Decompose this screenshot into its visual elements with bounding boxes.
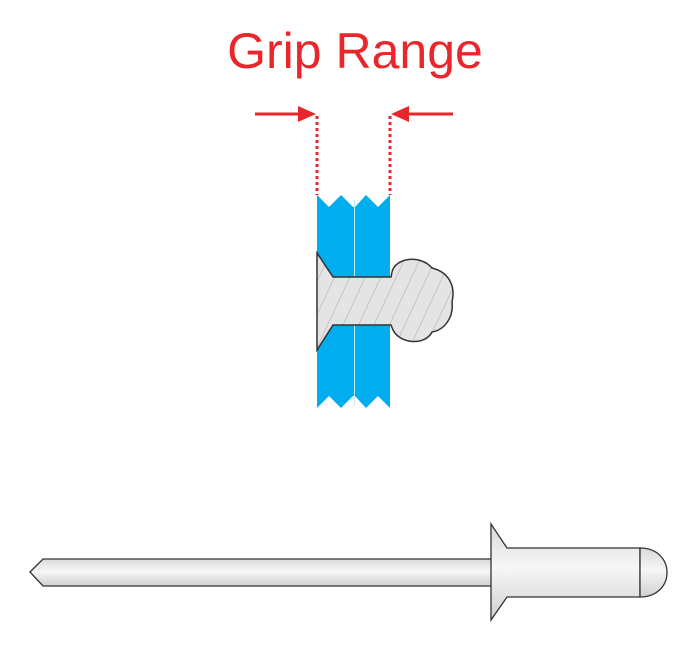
rivet-mandrel bbox=[29, 558, 493, 587]
left-arrow-icon bbox=[255, 106, 316, 122]
grip-range-title: Grip Range bbox=[227, 23, 483, 79]
blind-rivet bbox=[29, 521, 668, 623]
rivet-dome bbox=[639, 547, 668, 598]
right-arrow-icon bbox=[391, 106, 453, 122]
rivet-flange bbox=[490, 521, 641, 623]
installed-rivet bbox=[316, 250, 454, 353]
